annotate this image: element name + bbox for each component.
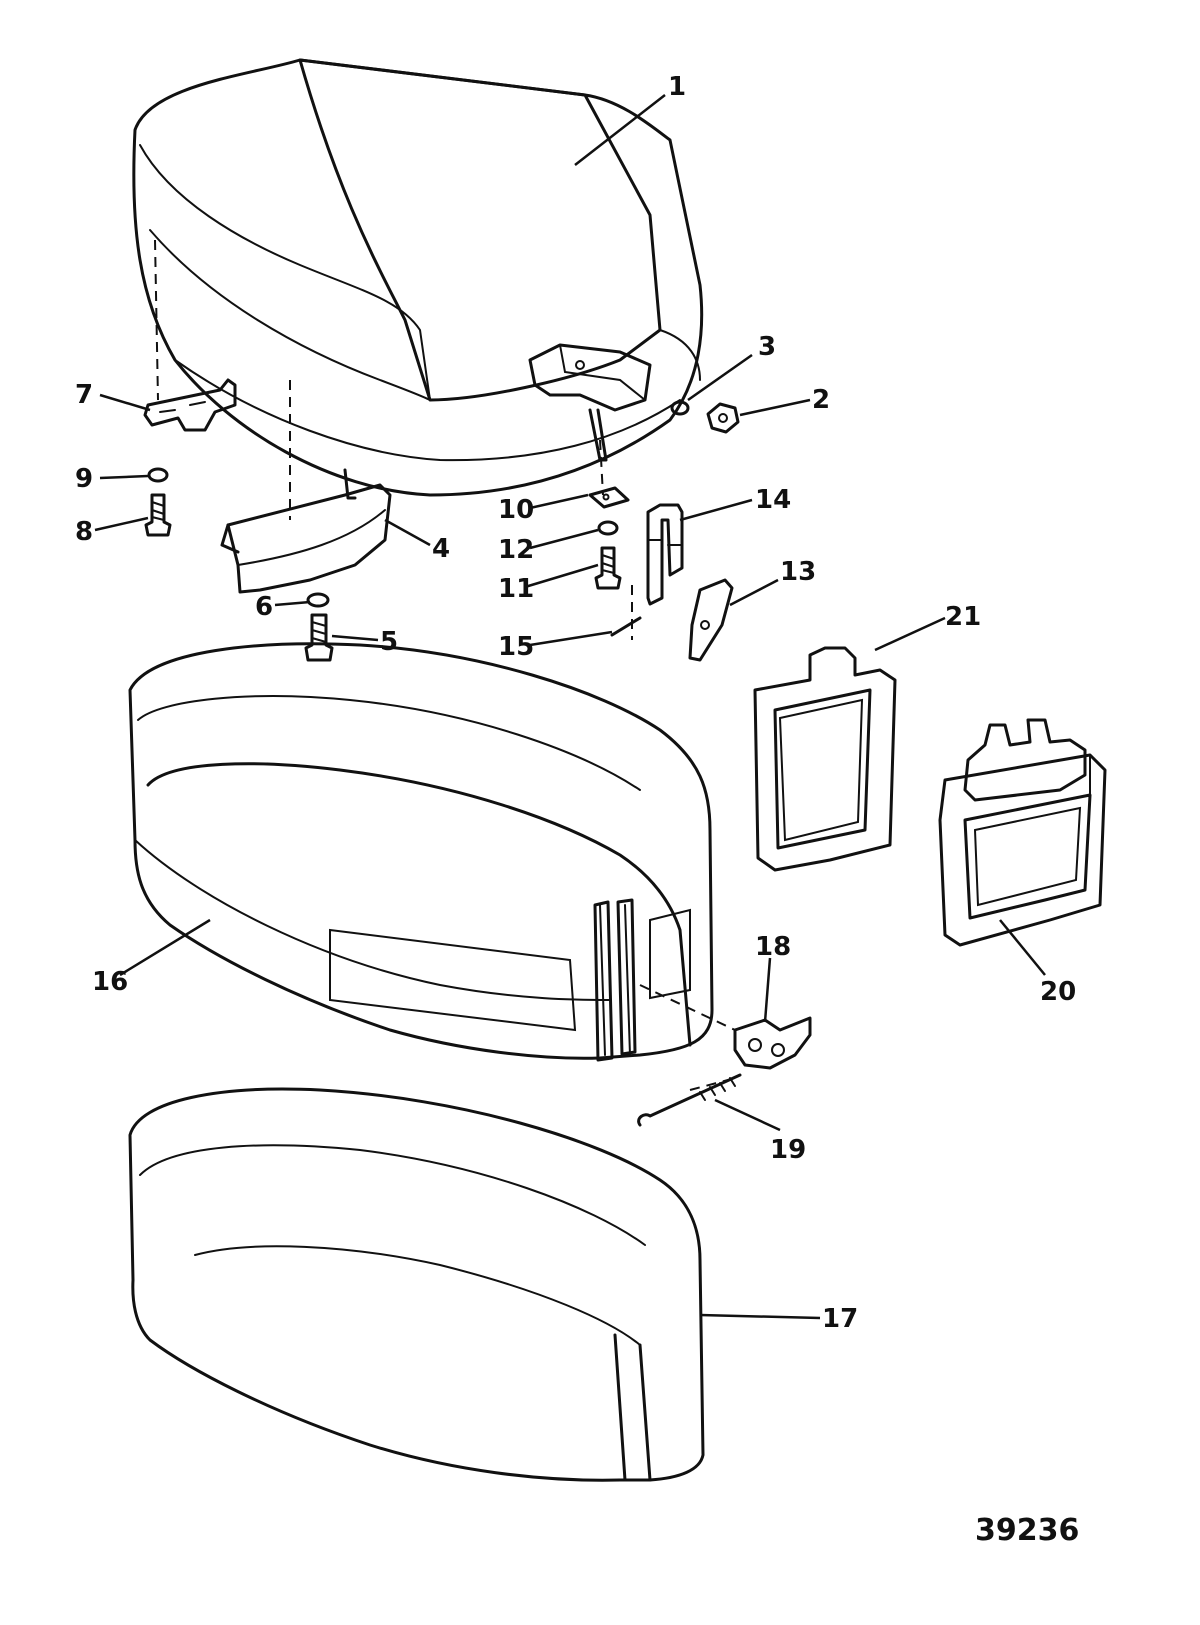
assembly-dashed-lines xyxy=(154,239,736,1091)
screw-11 xyxy=(594,546,622,590)
gasket-frame-21 xyxy=(753,646,897,872)
figure-number: 39236 xyxy=(975,1513,1079,1548)
top-cowl xyxy=(132,58,704,497)
pin-bracket-14 xyxy=(646,503,684,606)
callout-3: 3 xyxy=(758,332,776,362)
washer-3 xyxy=(670,400,690,416)
callout-8: 8 xyxy=(75,517,93,547)
washer-9 xyxy=(147,467,169,483)
callout-16: 16 xyxy=(92,967,128,997)
latch-lever-13 xyxy=(688,578,734,662)
callout-19: 19 xyxy=(770,1135,806,1165)
callout-2: 2 xyxy=(812,385,830,415)
bracket-7 xyxy=(143,378,237,432)
screw-8 xyxy=(144,493,172,537)
callout-15: 15 xyxy=(498,632,534,662)
leader-lines xyxy=(94,94,1046,1320)
callout-11: 11 xyxy=(498,574,534,604)
callout-labels: 1 2 3 4 5 6 7 8 9 10 11 12 13 14 15 16 1… xyxy=(75,72,1076,1334)
lower-cowl-16 xyxy=(128,642,714,1062)
callout-9: 9 xyxy=(75,464,93,494)
lower-band-17 xyxy=(128,1087,705,1482)
nut-2 xyxy=(706,402,740,434)
callout-20: 20 xyxy=(1040,977,1076,1007)
washer-12 xyxy=(597,520,619,536)
latch-18 xyxy=(733,1016,812,1070)
plate-10 xyxy=(588,486,630,509)
callout-5: 5 xyxy=(380,627,398,657)
callout-6: 6 xyxy=(255,592,273,622)
callout-10: 10 xyxy=(498,495,534,525)
callout-13: 13 xyxy=(780,557,816,587)
callout-4: 4 xyxy=(432,534,450,564)
callout-12: 12 xyxy=(498,535,534,565)
grille-assembly-20 xyxy=(938,718,1107,947)
callout-7: 7 xyxy=(75,380,93,410)
callout-21: 21 xyxy=(945,602,981,632)
pin-15 xyxy=(610,616,642,637)
screw-5 xyxy=(304,613,334,662)
washer-6 xyxy=(306,592,330,608)
callout-14: 14 xyxy=(755,485,791,515)
callout-1: 1 xyxy=(668,72,686,102)
rod-19 xyxy=(637,1073,742,1127)
callout-18: 18 xyxy=(755,932,791,962)
callout-17: 17 xyxy=(822,1304,858,1334)
support-bracket-4 xyxy=(220,468,392,594)
